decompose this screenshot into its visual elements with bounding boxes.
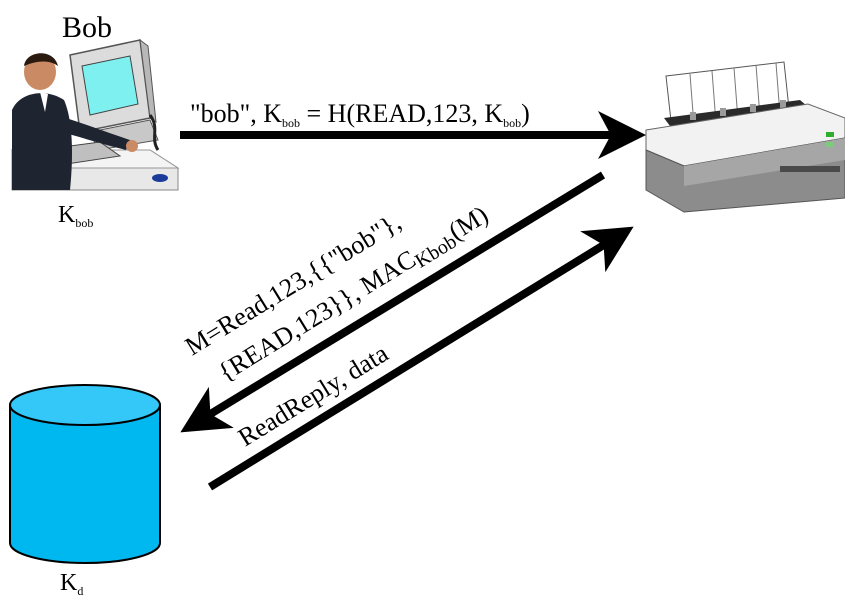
arrow-printer-to-database — [180, 171, 606, 433]
request-message-label: "bob", Kbob = H(READ,123, Kbob) — [190, 99, 530, 130]
database-key-label: Kd — [60, 570, 83, 598]
arrow-database-to-printer — [207, 226, 634, 491]
printer-icon — [645, 61, 845, 213]
bob-computer-icon — [10, 38, 180, 191]
bob-key-label: Kbob — [58, 202, 93, 230]
database-cylinder-icon — [9, 384, 161, 564]
bob-name-label: Bob — [62, 11, 112, 44]
